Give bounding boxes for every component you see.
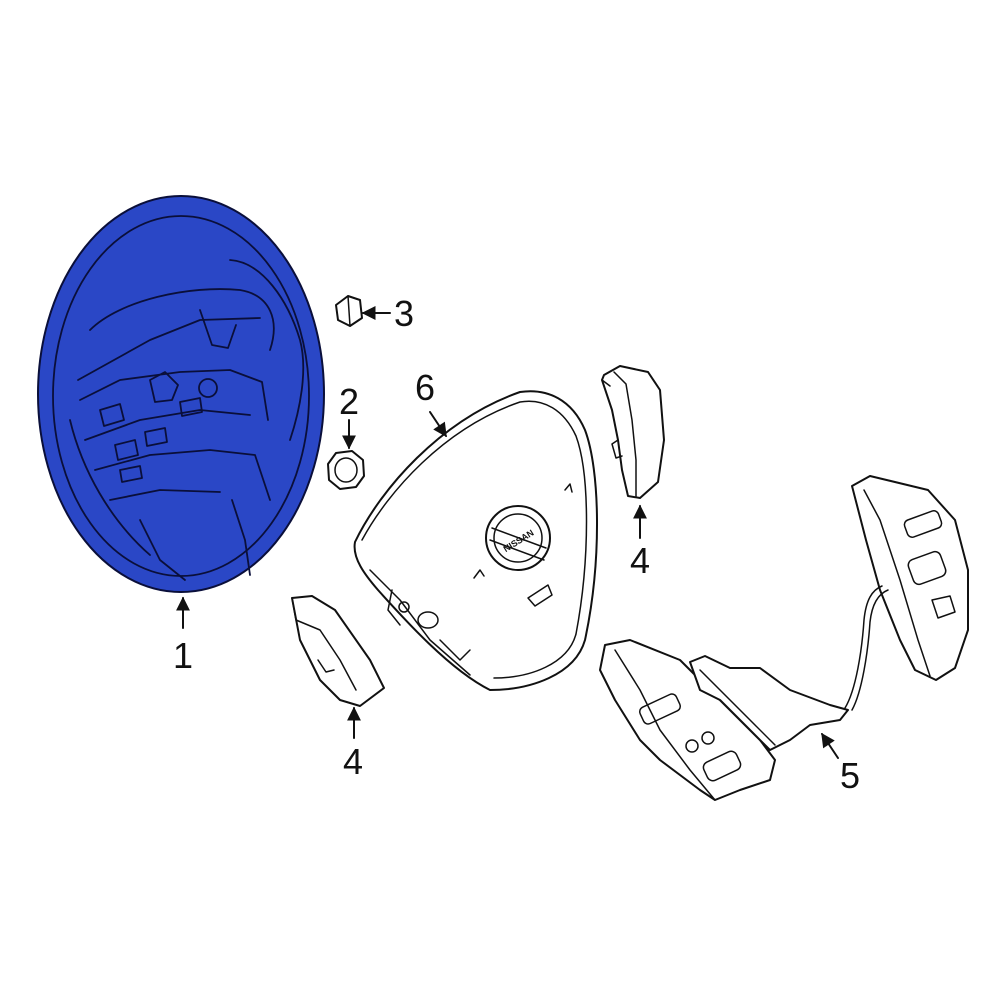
callout-3-label: 3 — [394, 293, 414, 334]
callout-6-label: 6 — [415, 367, 435, 408]
callout-2-label: 2 — [339, 381, 359, 422]
callout-4-lower: 4 — [343, 706, 363, 782]
callout-1-label: 1 — [173, 635, 193, 676]
callout-4-upper-label: 4 — [630, 540, 650, 581]
callout-4-lower-label: 4 — [343, 741, 363, 782]
callout-6: 6 — [415, 367, 447, 438]
upper-cover-part[interactable] — [601, 365, 665, 499]
callout-3: 3 — [361, 293, 414, 334]
nut-part[interactable] — [327, 450, 365, 490]
steering-wheel-part[interactable] — [37, 195, 325, 593]
lower-cover-part[interactable] — [291, 595, 385, 707]
callout-1: 1 — [173, 596, 193, 676]
callout-2: 2 — [339, 381, 359, 450]
callout-4-upper: 4 — [630, 504, 650, 581]
callout-5: 5 — [821, 732, 860, 796]
callout-5-label: 5 — [840, 755, 860, 796]
clip-part[interactable] — [335, 295, 363, 327]
switch-assembly-part[interactable] — [599, 475, 969, 801]
airbag-module-part[interactable]: NISSAN — [353, 390, 598, 691]
